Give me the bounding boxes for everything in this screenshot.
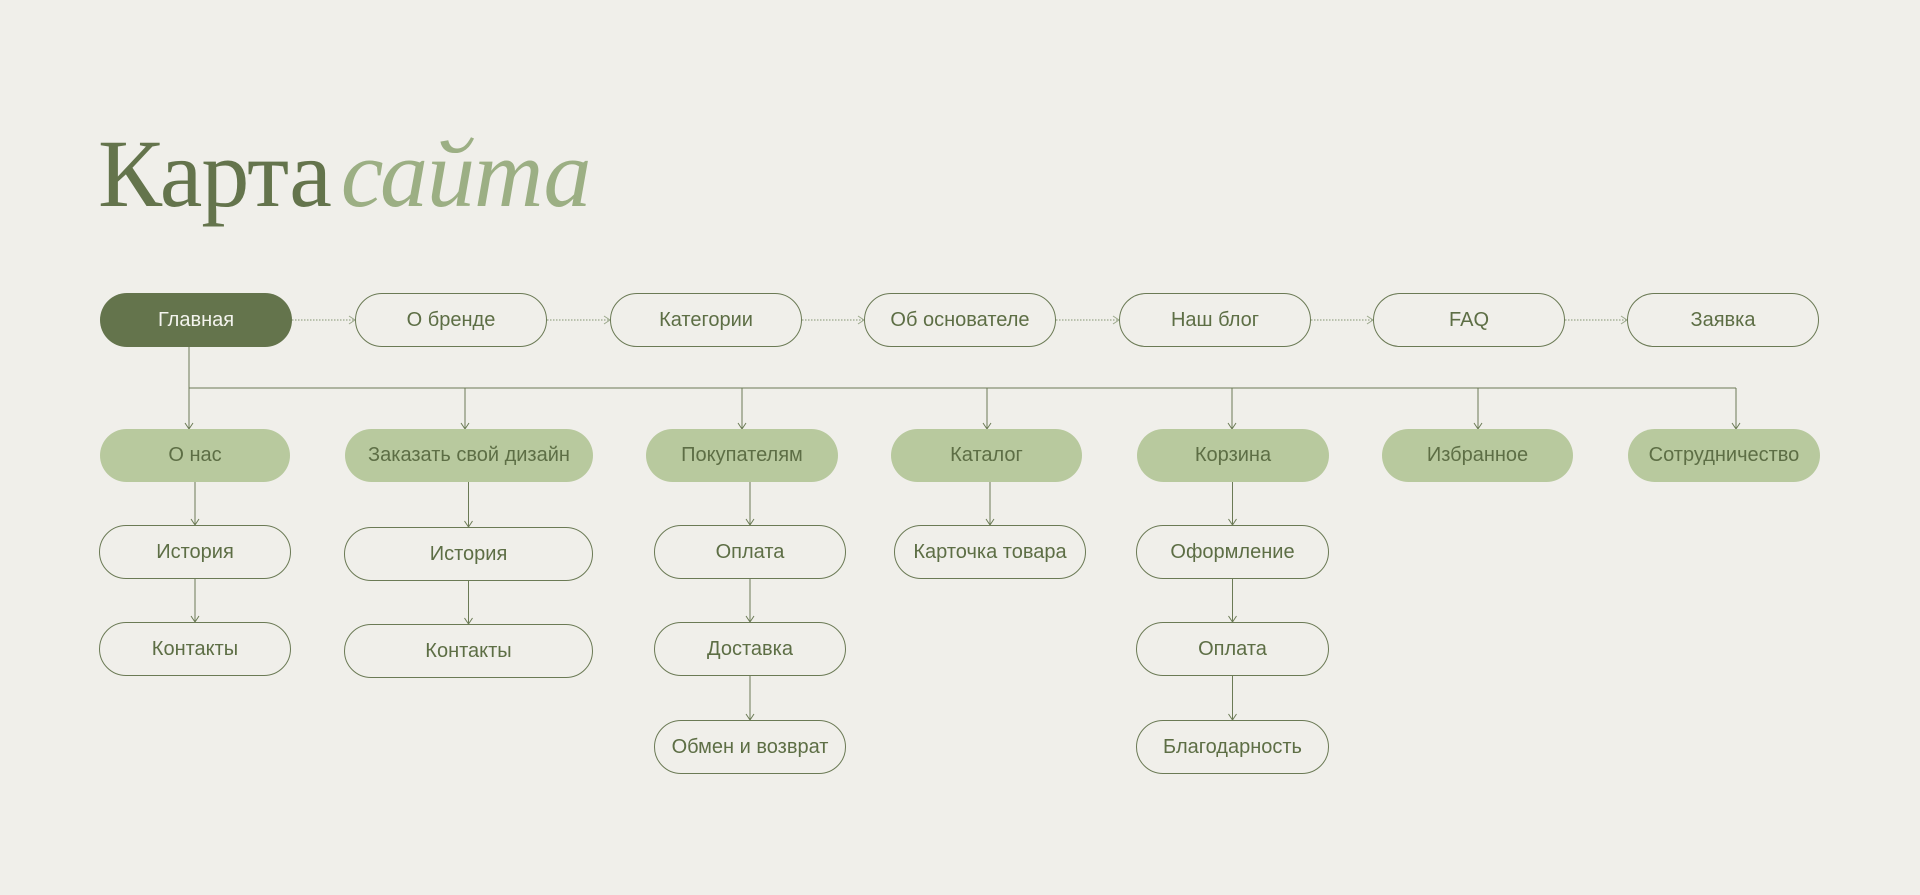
top-node-5: FAQ xyxy=(1373,293,1565,347)
child-node-3-0: Карточка товара xyxy=(894,525,1086,579)
section-node-6-label: Сотрудничество xyxy=(1648,444,1800,466)
child-node-2-1-label: Доставка xyxy=(707,637,793,660)
child-node-2-0-label: Оплата xyxy=(715,540,785,563)
section-node-3-label: Каталог xyxy=(950,444,1023,466)
child-node-4-2-label: Благодарность xyxy=(1163,735,1302,758)
section-node-4-label: Корзина xyxy=(1194,444,1272,466)
child-node-2-0: Оплата xyxy=(654,525,846,579)
section-node-4: Корзина xyxy=(1137,429,1329,482)
child-node-4-1: Оплата xyxy=(1136,622,1329,676)
child-node-1-1-label: Контакты xyxy=(425,639,512,662)
section-node-3: Каталог xyxy=(891,429,1082,482)
top-node-2: Категории xyxy=(610,293,802,347)
top-node-4: Наш блог xyxy=(1119,293,1311,347)
child-node-1-1: Контакты xyxy=(344,624,593,678)
top-node-0-label: Главная xyxy=(157,308,235,331)
child-node-4-0-label: Оформление xyxy=(1170,540,1295,563)
section-node-1-label: Заказать свой дизайн xyxy=(368,444,570,466)
section-node-0: О нас xyxy=(100,429,290,482)
top-node-1-label: О бренде xyxy=(406,308,496,331)
child-node-2-2-label: Обмен и возврат xyxy=(671,735,829,758)
child-node-3-0-label: Карточка товара xyxy=(913,540,1067,563)
child-node-2-2: Обмен и возврат xyxy=(654,720,846,774)
section-node-5: Избранное xyxy=(1382,429,1573,482)
section-node-2: Покупателям xyxy=(646,429,838,482)
top-node-3: Об основателе xyxy=(864,293,1056,347)
top-node-0: Главная xyxy=(100,293,292,347)
top-node-6: Заявка xyxy=(1627,293,1819,347)
top-node-5-label: FAQ xyxy=(1448,308,1489,331)
child-node-0-1: Контакты xyxy=(99,622,291,676)
top-node-3-label: Об основателе xyxy=(890,308,1030,331)
top-node-4-label: Наш блог xyxy=(1170,308,1260,331)
child-node-0-0-label: История xyxy=(156,540,234,563)
child-node-1-0-label: История xyxy=(429,542,508,565)
child-node-4-0: Оформление xyxy=(1136,525,1329,579)
section-node-6: Сотрудничество xyxy=(1628,429,1820,482)
title-accent: сайта xyxy=(340,120,592,227)
top-node-6-label: Заявка xyxy=(1690,308,1756,331)
child-node-4-2: Благодарность xyxy=(1136,720,1329,774)
child-node-2-1: Доставка xyxy=(654,622,846,676)
section-node-5-label: Избранное xyxy=(1426,444,1529,466)
title-main: Карта xyxy=(98,120,332,227)
section-node-0-label: О нас xyxy=(168,444,222,466)
section-node-1: Заказать свой дизайн xyxy=(345,429,593,482)
top-node-1: О бренде xyxy=(355,293,547,347)
child-node-0-0: История xyxy=(99,525,291,579)
child-node-0-1-label: Контакты xyxy=(151,637,239,660)
top-node-2-label: Категории xyxy=(659,308,753,331)
child-node-1-0: История xyxy=(344,527,593,581)
section-node-2-label: Покупателям xyxy=(681,444,803,466)
child-node-4-1-label: Оплата xyxy=(1198,637,1267,660)
